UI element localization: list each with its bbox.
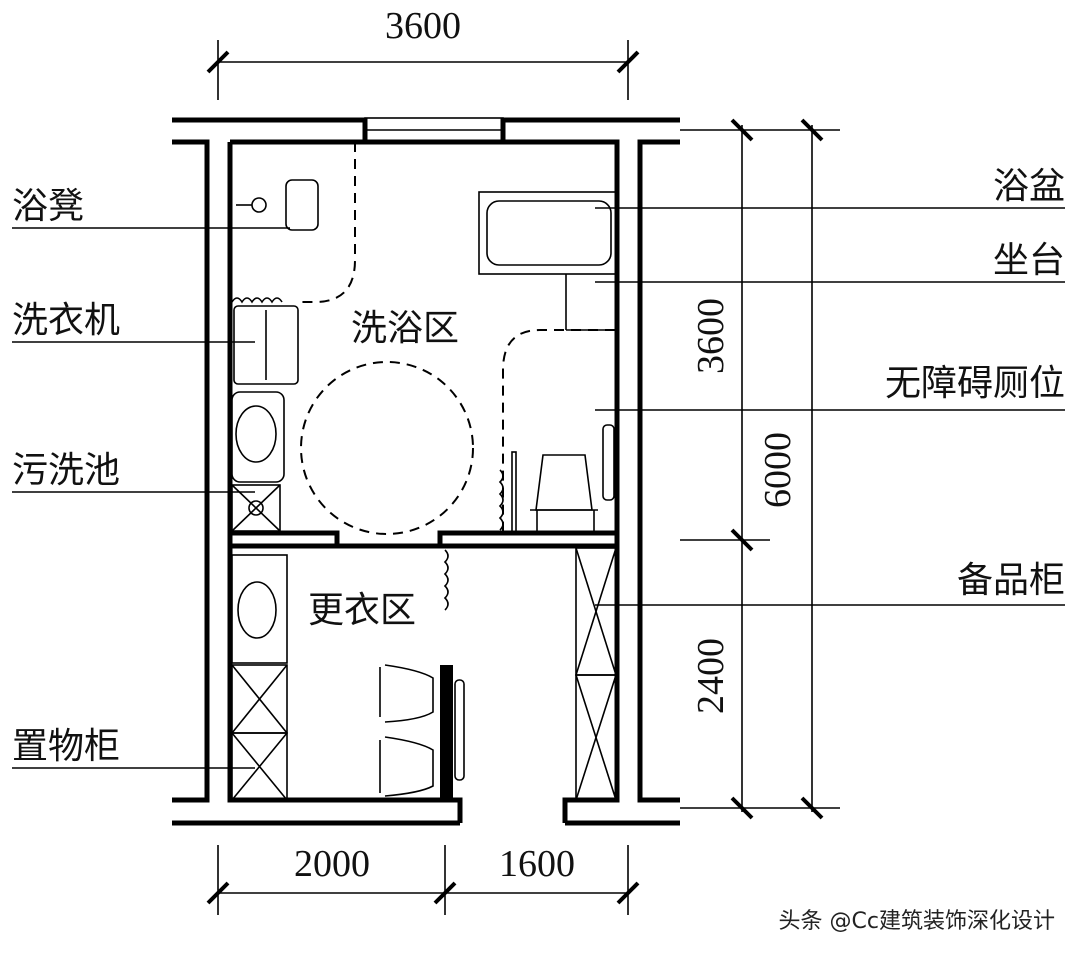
- zone-bathing: 洗浴区: [351, 308, 459, 349]
- label-seat-platform: 坐台: [993, 240, 1065, 281]
- mop-sink: [231, 484, 281, 532]
- chair: [379, 664, 434, 723]
- sink: [231, 391, 285, 483]
- left-callouts: 浴凳 洗衣机 污洗池 置物柜: [12, 186, 290, 769]
- changing-sink: [237, 581, 277, 639]
- bath-stool: [285, 179, 319, 231]
- watermark: 头条 @Cc建筑装饰深化设计: [779, 909, 1055, 934]
- dimension-top-width: 3600: [385, 5, 461, 47]
- toilet: [535, 454, 593, 511]
- label-washing-machine: 洗衣机: [12, 300, 120, 341]
- label-bathtub: 浴盆: [993, 166, 1065, 207]
- dimension-right-total: 6000: [757, 432, 799, 508]
- turning-circle: [300, 361, 474, 535]
- label-bath-stool: 浴凳: [12, 186, 84, 227]
- fixtures-changing: [231, 547, 617, 801]
- dimension-right-lower: 2400: [690, 638, 732, 714]
- label-supply-cabinet: 备品柜: [957, 560, 1065, 601]
- walls: [172, 117, 680, 826]
- top-dimension: 3600: [206, 5, 640, 100]
- dimension-right-upper: 3600: [690, 298, 732, 374]
- right-callouts: 浴盆 坐台 无障碍厕位 备品柜: [595, 166, 1065, 606]
- label-accessible-toilet: 无障碍厕位: [885, 363, 1065, 404]
- fixtures-bathing: [231, 142, 618, 535]
- zone-changing: 更衣区: [308, 590, 416, 631]
- washing-machine: [233, 305, 299, 385]
- dimension-bottom-left: 2000: [294, 843, 370, 885]
- dimension-bottom-right: 1600: [499, 843, 575, 885]
- right-dimensions: 3600 2400 6000: [680, 118, 840, 820]
- label-mop-sink: 污洗池: [12, 450, 120, 491]
- chair: [379, 736, 434, 797]
- bathtub: [478, 191, 618, 275]
- bottom-dimensions: 2000 1600: [206, 843, 640, 915]
- label-storage-cabinet: 置物柜: [12, 726, 120, 767]
